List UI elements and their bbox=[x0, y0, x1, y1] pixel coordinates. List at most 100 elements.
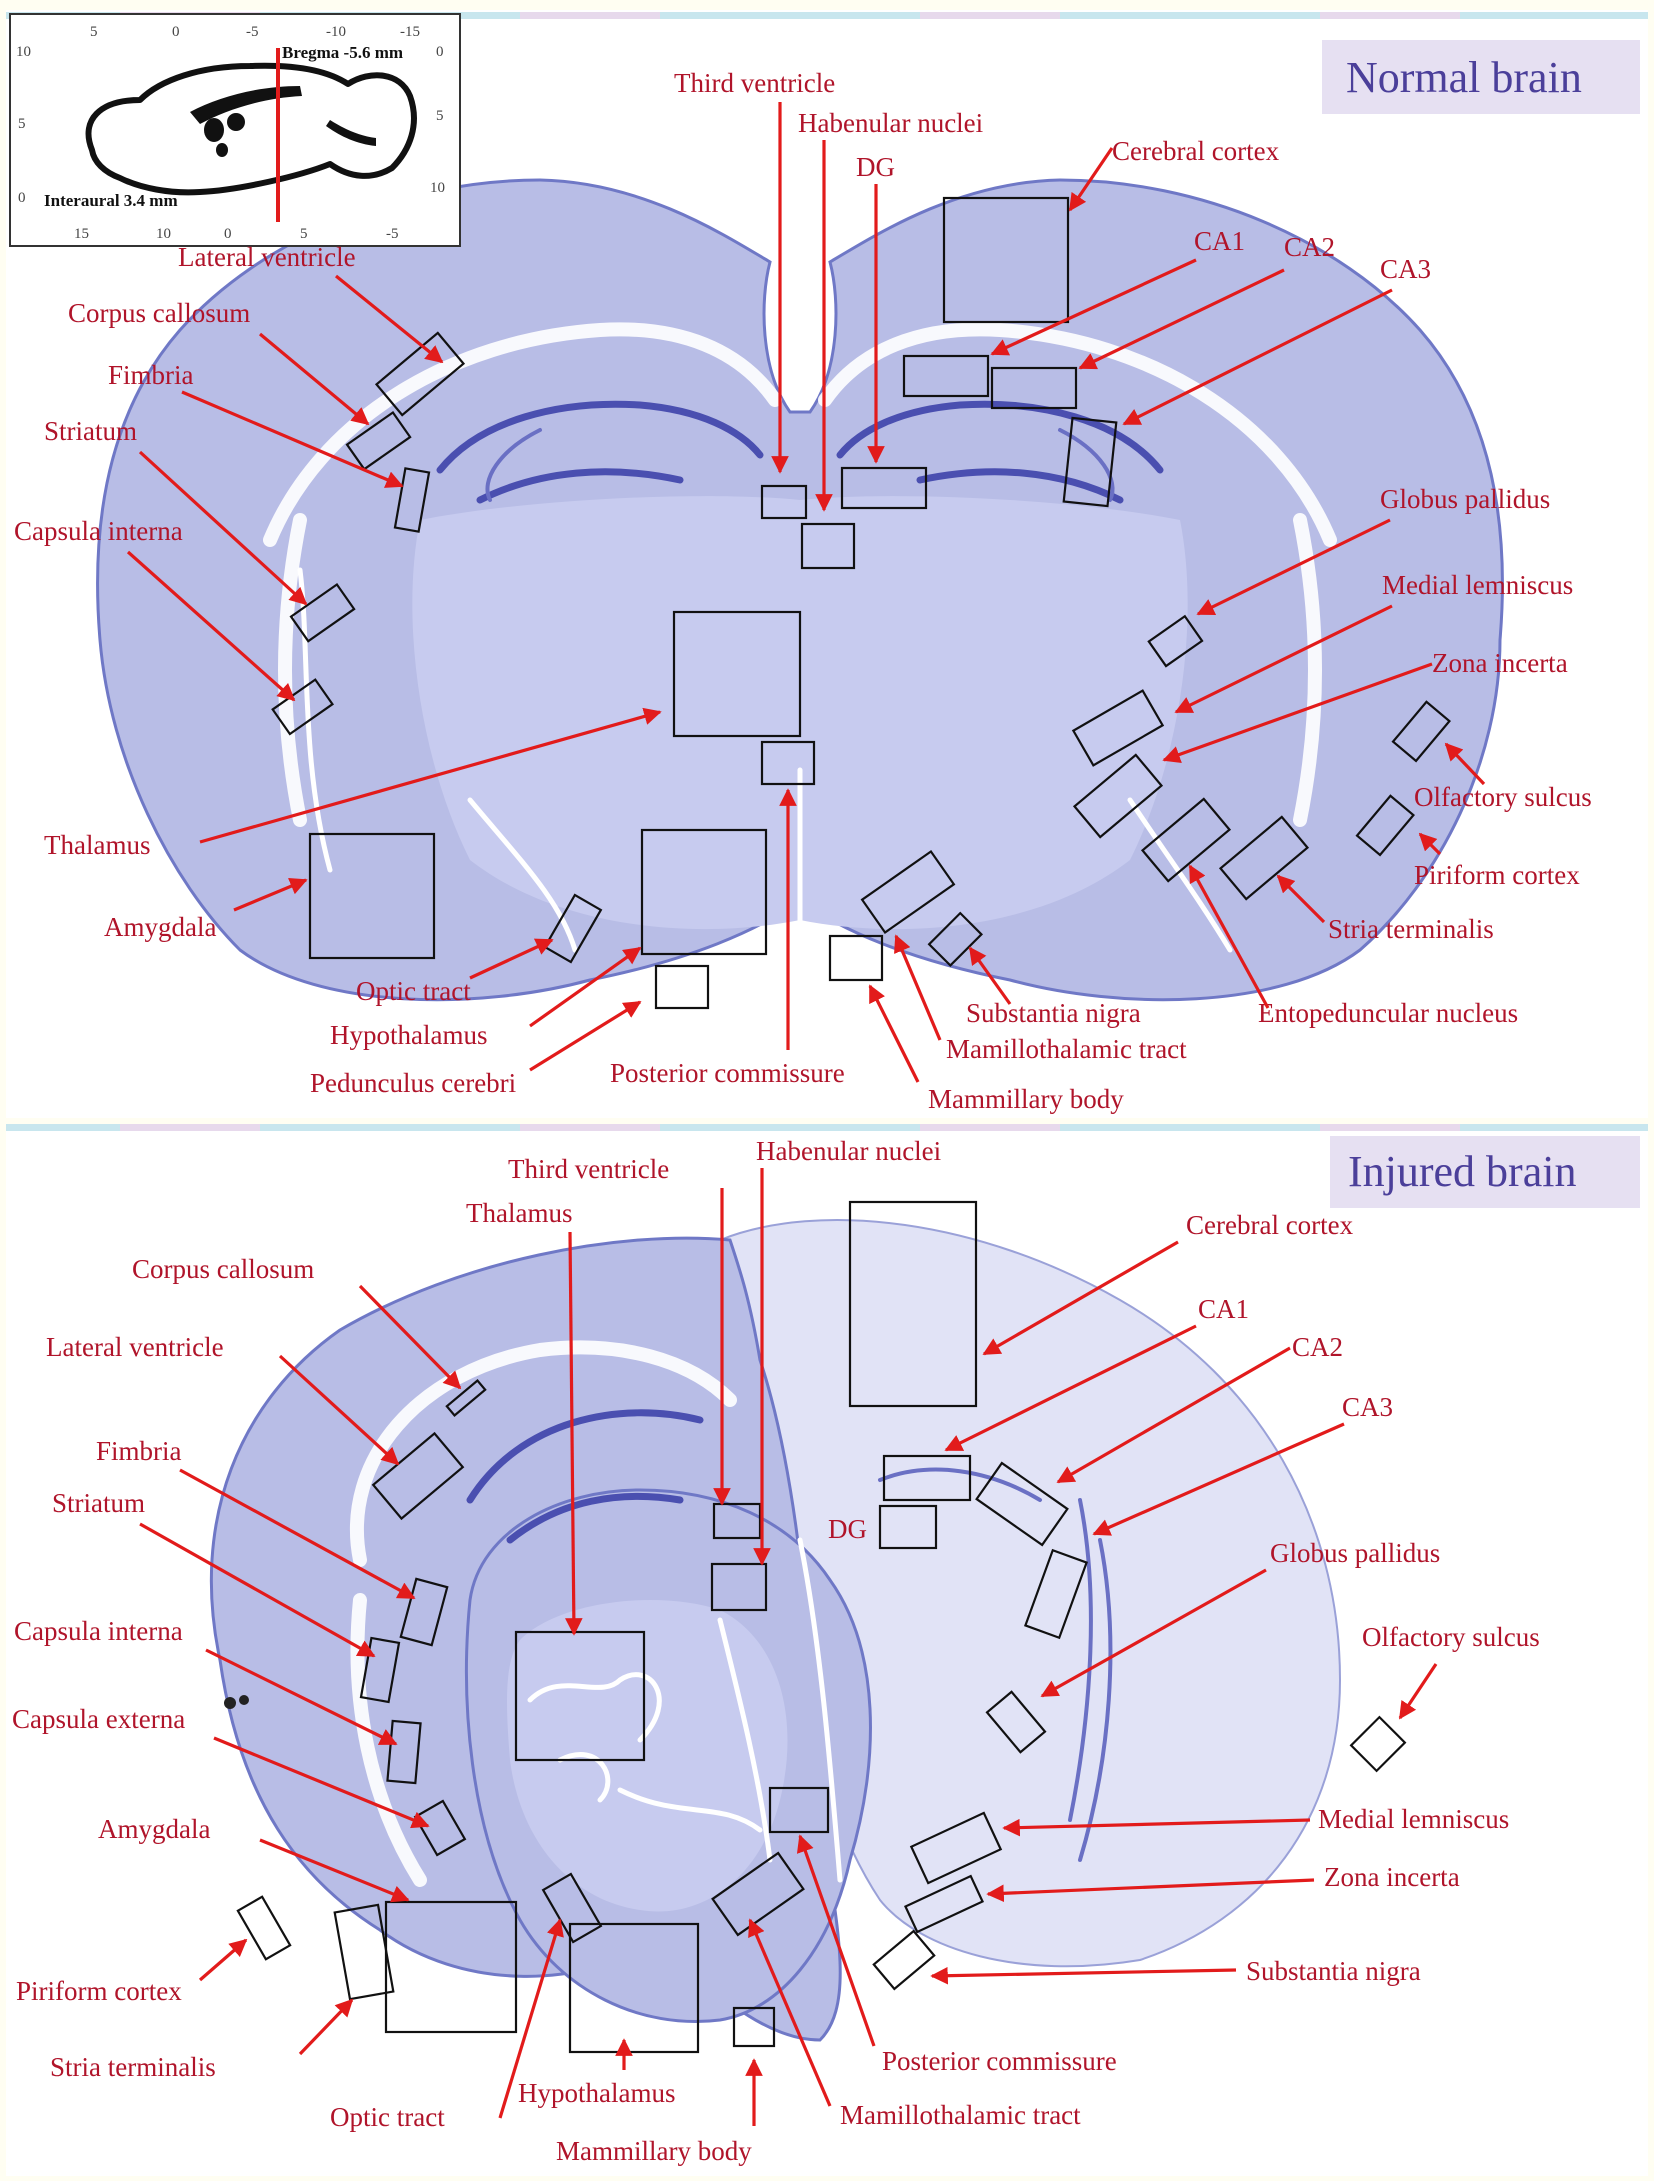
label-ca2: CA2 bbox=[1284, 232, 1335, 262]
label-thalamus: Thalamus bbox=[466, 1198, 572, 1228]
arrow bbox=[990, 258, 1197, 356]
label-posterior-commissure: Posterior commissure bbox=[610, 1058, 845, 1088]
inset-left-tick: 10 bbox=[16, 44, 31, 60]
label-ca1: CA1 bbox=[1198, 1294, 1249, 1324]
label-corpus-callosum: Corpus callosum bbox=[132, 1254, 314, 1284]
sagittal-outline bbox=[85, 62, 417, 196]
roi-box bbox=[710, 1562, 768, 1612]
inset-right-tick: 0 bbox=[436, 44, 444, 60]
roi-box bbox=[1218, 815, 1310, 901]
roi-box bbox=[848, 1200, 978, 1408]
inset-left-tick: 0 bbox=[18, 190, 26, 206]
arrow bbox=[138, 450, 308, 606]
arrow bbox=[179, 1468, 416, 1600]
arrow bbox=[796, 1834, 876, 2047]
roi-box bbox=[568, 1922, 700, 2054]
arrow bbox=[1092, 1422, 1345, 1536]
inset-top-tick: 5 bbox=[90, 24, 98, 40]
label-zona-incerta: Zona incerta bbox=[1432, 648, 1568, 678]
roi-box bbox=[1072, 753, 1164, 839]
arrow bbox=[198, 1938, 248, 1982]
roi-box bbox=[236, 1895, 292, 1961]
inset-bottom-tick: 5 bbox=[300, 226, 308, 242]
arrow bbox=[565, 1231, 583, 1636]
arrow bbox=[199, 707, 662, 844]
injured-panel: Injured brain bbox=[6, 1124, 1648, 2176]
arrow bbox=[259, 1838, 410, 1903]
label-medial-lemniscus: Medial lemniscus bbox=[1382, 570, 1573, 600]
label-dg: DG bbox=[828, 1514, 867, 1544]
label-hypothalamus: Hypothalamus bbox=[330, 1020, 487, 1050]
roi-box bbox=[374, 331, 466, 417]
arrow bbox=[944, 1324, 1197, 1452]
roi-box bbox=[800, 522, 856, 570]
roi-box bbox=[413, 1799, 467, 1857]
label-amygdala: Amygdala bbox=[98, 1814, 210, 1844]
label-entopeduncular-nucleus: Entopeduncular nucleus bbox=[1258, 998, 1518, 1028]
inset-bottom-tick: 15 bbox=[74, 226, 89, 242]
label-mamillothalamic-tract: Mamillothalamic tract bbox=[946, 1034, 1187, 1064]
roi-box bbox=[872, 1929, 936, 1991]
label-globus-pallidus: Globus pallidus bbox=[1380, 484, 1550, 514]
roi-box bbox=[399, 1577, 449, 1647]
roi-box bbox=[840, 466, 928, 510]
label-ca3: CA3 bbox=[1342, 1392, 1393, 1422]
label-optic-tract: Optic tract bbox=[330, 2102, 445, 2132]
arrow bbox=[529, 1000, 642, 1072]
label-dg: DG bbox=[856, 152, 895, 182]
roi-box bbox=[903, 1874, 985, 1934]
roi-box bbox=[927, 911, 984, 968]
label-optic-tract: Optic tract bbox=[356, 976, 471, 1006]
roi-box bbox=[543, 893, 603, 964]
label-ca2: CA2 bbox=[1292, 1332, 1343, 1362]
arrow bbox=[968, 946, 1012, 1005]
label-piriform-cortex: Piriform cortex bbox=[1414, 860, 1580, 890]
roi-box bbox=[909, 1811, 1003, 1885]
roi-box bbox=[345, 410, 412, 471]
roi-box bbox=[760, 740, 816, 786]
inset-bottom-tick: 0 bbox=[224, 226, 232, 242]
label-fimbria: Fimbria bbox=[96, 1436, 182, 1466]
roi-box bbox=[393, 467, 431, 533]
inset-bottom-tick: -5 bbox=[386, 226, 399, 242]
roi-box bbox=[654, 964, 710, 1010]
arrow bbox=[126, 550, 296, 702]
arrow bbox=[298, 1998, 354, 2056]
arrow bbox=[982, 1240, 1179, 1356]
interaural-label: Interaural 3.4 mm bbox=[44, 191, 178, 210]
arrow bbox=[213, 1736, 430, 1829]
label-striatum: Striatum bbox=[44, 416, 137, 446]
label-mammillary-body: Mammillary body bbox=[928, 1084, 1124, 1114]
injured-title-box bbox=[1330, 1136, 1640, 1208]
label-ca3: CA3 bbox=[1380, 254, 1431, 284]
roi-box bbox=[1062, 416, 1118, 508]
roi-box bbox=[640, 828, 768, 956]
roi-box bbox=[308, 832, 436, 960]
label-habenular-nuclei: Habenular nuclei bbox=[756, 1136, 941, 1166]
arrow bbox=[358, 1284, 462, 1390]
label-zona-incerta: Zona incerta bbox=[1324, 1862, 1460, 1892]
inset-top-tick: -10 bbox=[326, 24, 346, 40]
label-ca1: CA1 bbox=[1194, 226, 1245, 256]
roi-box bbox=[711, 1851, 805, 1937]
roi-box bbox=[1349, 1715, 1407, 1773]
label-mammillary-body: Mammillary body bbox=[556, 2136, 752, 2166]
label-piriform-cortex: Piriform cortex bbox=[16, 1976, 182, 2006]
arrow bbox=[986, 1878, 1315, 1903]
inset-right-tick: 10 bbox=[430, 180, 445, 196]
label-pedunculus-cerebri: Pedunculus cerebri bbox=[310, 1068, 516, 1098]
label-amygdala: Amygdala bbox=[104, 912, 216, 942]
roi-box bbox=[828, 934, 884, 982]
label-mamillothalamic-tract: Mamillothalamic tract bbox=[840, 2100, 1081, 2130]
arrow bbox=[1196, 518, 1391, 616]
roi-box bbox=[1391, 700, 1451, 763]
inset-bottom-tick: 10 bbox=[156, 226, 171, 242]
roi-box bbox=[732, 2006, 776, 2048]
roi-box bbox=[1147, 614, 1204, 668]
roi-box bbox=[1140, 797, 1232, 883]
roi-box bbox=[386, 1719, 422, 1785]
inset-top-tick: -15 bbox=[400, 24, 420, 40]
label-cerebral-cortex: Cerebral cortex bbox=[1112, 136, 1280, 166]
roi-box bbox=[384, 1900, 518, 2034]
